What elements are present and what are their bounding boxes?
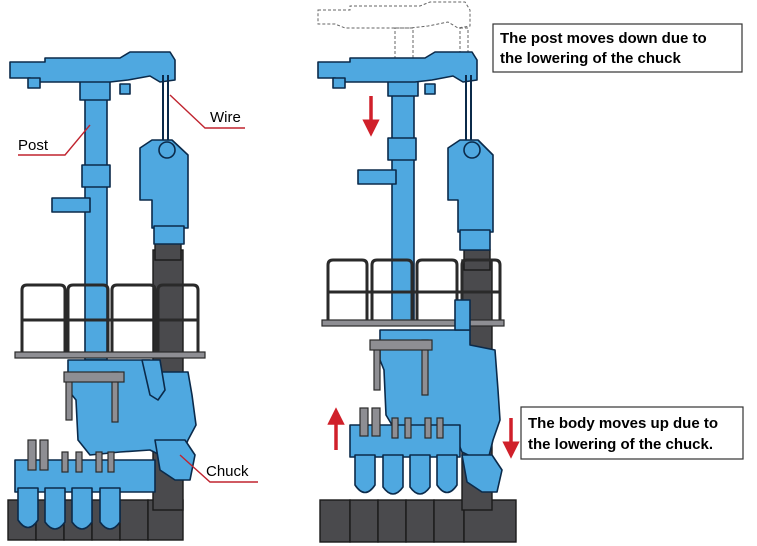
ghost-boom — [317, 1, 471, 59]
machine-after — [317, 1, 520, 543]
note-body-line1: The body moves up due to — [528, 415, 718, 432]
handrails-left — [20, 283, 200, 355]
grippers-right — [354, 454, 458, 495]
label-chuck: Chuck — [206, 463, 249, 480]
clamps-left — [63, 371, 125, 423]
chuck-head-right — [461, 454, 503, 493]
hoist-block-left — [139, 139, 189, 245]
body-left — [67, 359, 197, 463]
platform-left — [14, 351, 206, 359]
note-body-box: The body moves up due to the lowering of… — [520, 406, 744, 460]
label-post: Post — [18, 137, 49, 154]
label-post-group: Post — [18, 124, 91, 156]
handrails-right — [326, 258, 502, 322]
chuck-head-left — [154, 439, 196, 481]
top-boom-left — [9, 51, 176, 95]
hoist-block-right — [447, 139, 494, 251]
manifold-left — [14, 439, 156, 493]
note-post-line1: The post moves down due to — [500, 30, 707, 47]
post-left — [51, 79, 111, 361]
platform-right — [321, 319, 505, 327]
note-post-box: The post moves down due to the lowering … — [492, 23, 743, 73]
note-post-line2: the lowering of the chuck — [500, 50, 682, 67]
clamps-right — [369, 339, 433, 396]
grippers-left — [17, 487, 121, 530]
label-wire: Wire — [210, 109, 241, 126]
machine-before — [7, 51, 206, 541]
label-chuck-group: Chuck — [179, 454, 258, 483]
label-wire-group: Wire — [169, 94, 245, 129]
manifold-right — [349, 407, 461, 458]
note-body-line2: the lowering of the chuck. — [528, 436, 713, 453]
